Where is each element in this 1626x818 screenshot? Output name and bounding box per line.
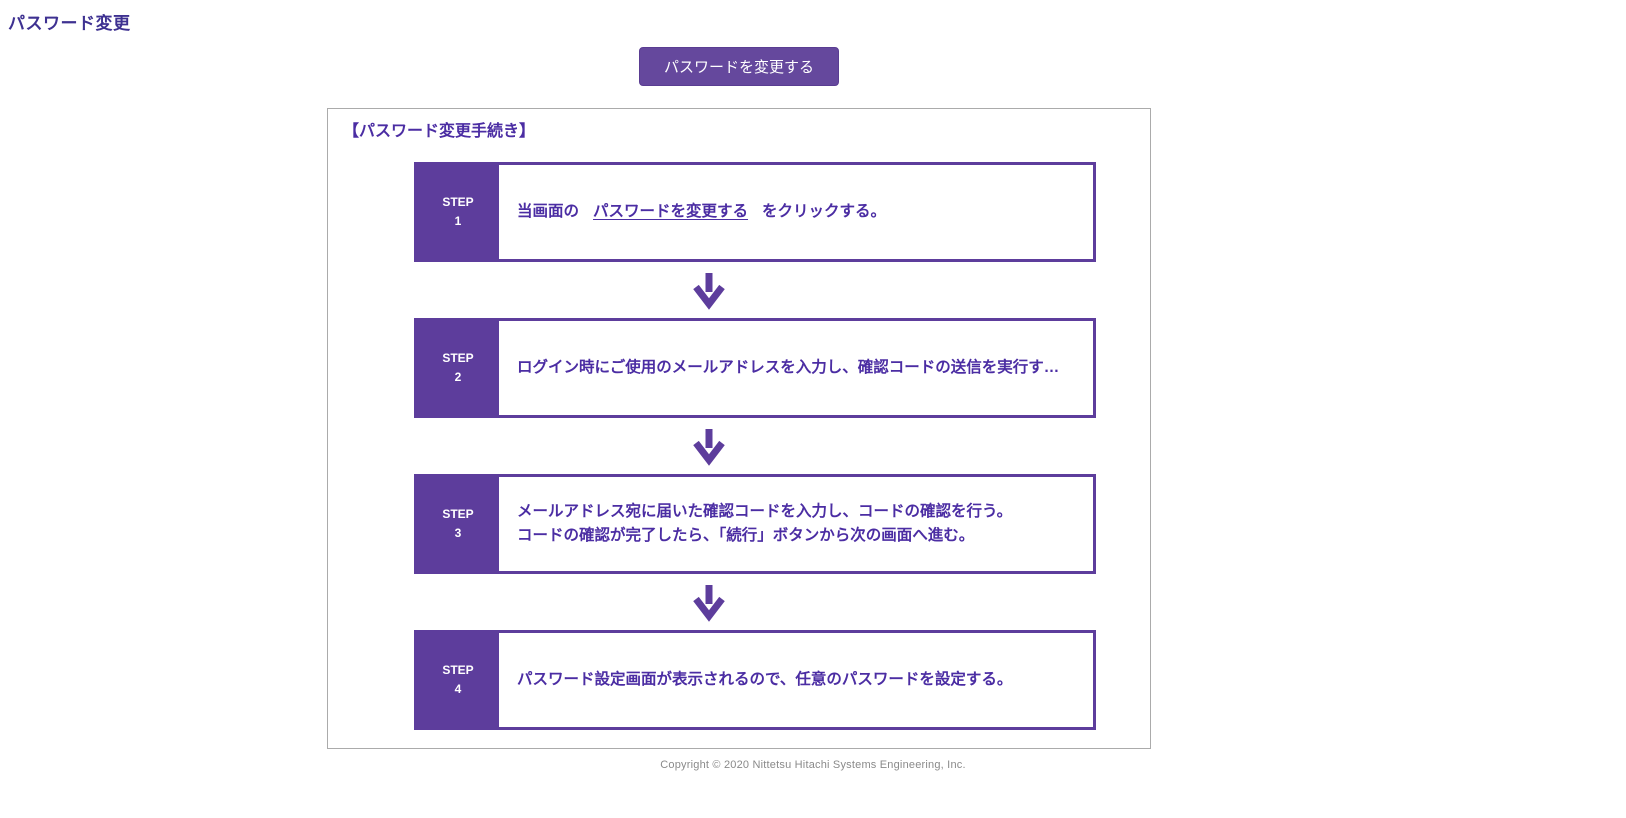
step-2-badge: STEP 2 xyxy=(417,321,499,415)
down-arrow-icon xyxy=(693,429,725,466)
arrow-row xyxy=(414,574,1096,630)
step-1-content: 当画面のパスワードを変更するをクリックする。 xyxy=(499,165,1093,259)
step-1-text-after: をクリックする。 xyxy=(762,202,887,220)
step-number: 1 xyxy=(454,214,462,228)
down-arrow-icon xyxy=(693,585,725,622)
step-label-text: STEP xyxy=(442,351,474,366)
change-password-link[interactable]: パスワードを変更する xyxy=(593,202,749,220)
down-arrow-icon xyxy=(693,273,725,310)
arrow-row xyxy=(414,418,1096,474)
steps-flow: STEP 1 当画面のパスワードを変更するをクリックする。 STEP xyxy=(414,162,1096,730)
main-content: パスワードを変更する 【パスワード変更手続き】 STEP 1 当画面のパスワード… xyxy=(327,0,1151,749)
step-4-content: パスワード設定画面が表示されるので、任意のパスワードを設定する。 xyxy=(499,633,1093,727)
step-row-3: STEP 3 メールアドレス宛に届いた確認コードを入力し、コードの確認を行う。 … xyxy=(414,474,1096,574)
page-title: パスワード変更 xyxy=(8,14,131,33)
step-label-text: STEP xyxy=(442,195,474,210)
step-3-text-line2: コードの確認が完了したら、「続行」ボタンから次の画面へ進む。 xyxy=(517,527,975,544)
change-password-button[interactable]: パスワードを変更する xyxy=(638,47,839,86)
step-number: 4 xyxy=(454,682,462,696)
step-1-text-before: 当画面の xyxy=(517,202,580,220)
procedure-heading: 【パスワード変更手続き】 xyxy=(343,123,536,140)
step-3-badge: STEP 3 xyxy=(417,477,499,571)
step-2-text: ログイン時にご使用のメールアドレスを入力し、確認コードの送信を実行す… xyxy=(517,358,1060,376)
step-3-text-line1: メールアドレス宛に届いた確認コードを入力し、コードの確認を行う。 xyxy=(517,502,1013,520)
step-4-text: パスワード設定画面が表示されるので、任意のパスワードを設定する。 xyxy=(517,670,1013,688)
step-number: 2 xyxy=(454,370,462,384)
step-row-2: STEP 2 ログイン時にご使用のメールアドレスを入力し、確認コードの送信を実行… xyxy=(414,318,1096,418)
step-label-text: STEP xyxy=(442,507,474,522)
step-1-badge: STEP 1 xyxy=(417,165,499,259)
button-row: パスワードを変更する xyxy=(327,47,1151,86)
copyright-notice: Copyright © 2020 Nittetsu Hitachi System… xyxy=(660,759,966,771)
step-3-content: メールアドレス宛に届いた確認コードを入力し、コードの確認を行う。 コードの確認が… xyxy=(499,477,1093,571)
step-label-text: STEP xyxy=(442,663,474,678)
step-row-4: STEP 4 パスワード設定画面が表示されるので、任意のパスワードを設定する。 xyxy=(414,630,1096,730)
step-number: 3 xyxy=(454,526,462,540)
step-row-1: STEP 1 当画面のパスワードを変更するをクリックする。 xyxy=(414,162,1096,262)
step-4-badge: STEP 4 xyxy=(417,633,499,727)
procedure-panel: 【パスワード変更手続き】 STEP 1 当画面のパスワードを変更するをクリックす… xyxy=(327,108,1151,749)
step-2-content: ログイン時にご使用のメールアドレスを入力し、確認コードの送信を実行す… xyxy=(499,321,1093,415)
arrow-row xyxy=(414,262,1096,318)
